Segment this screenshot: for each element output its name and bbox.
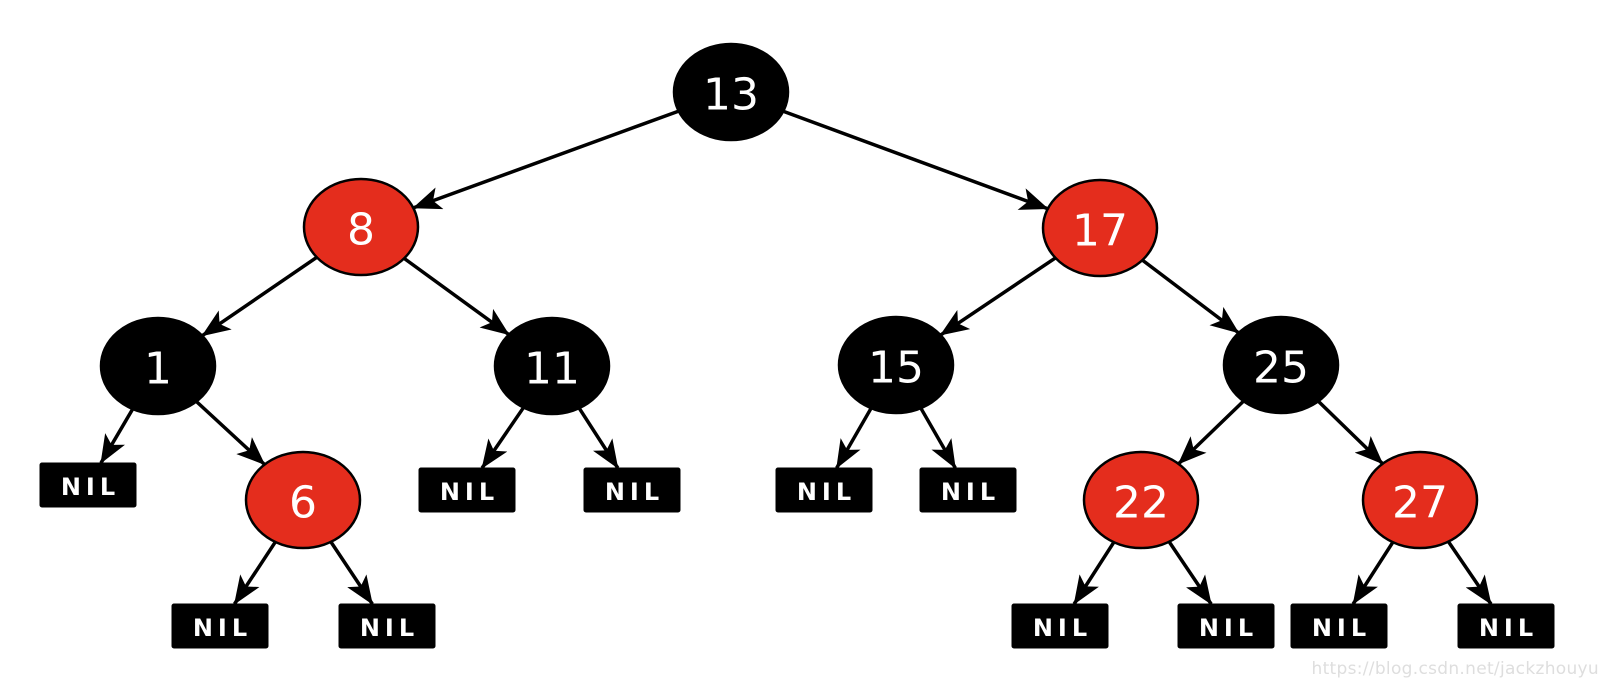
node-value-label: 22 xyxy=(1113,478,1169,529)
nil-box xyxy=(338,603,436,649)
nil-label: NIL xyxy=(61,473,120,501)
edge-15-nil-15R xyxy=(919,407,957,469)
black-node-circle xyxy=(1222,315,1340,415)
tree-node-17: 17 xyxy=(1041,178,1159,278)
black-node-circle xyxy=(493,316,611,416)
red-node-circle xyxy=(244,450,362,550)
node-value-label: 15 xyxy=(868,343,924,394)
nil-box xyxy=(1457,603,1555,649)
nil-leaf-nil-11R: NIL xyxy=(583,467,681,513)
nil-leaf-nil-6R: NIL xyxy=(338,603,436,649)
edge-1-nil-1L xyxy=(99,408,135,464)
edge-27-nil-27R xyxy=(1446,540,1493,605)
nil-label: NIL xyxy=(605,478,664,506)
red-node-circle xyxy=(1041,178,1159,278)
nil-label: NIL xyxy=(1312,614,1371,642)
node-value-label: 17 xyxy=(1072,206,1128,257)
edge-11-nil-11L xyxy=(480,406,525,469)
red-node-circle xyxy=(1361,450,1479,550)
tree-node-1: 1 xyxy=(99,316,217,416)
tree-node-22: 22 xyxy=(1082,450,1200,550)
nil-box xyxy=(171,603,269,649)
nil-box xyxy=(1177,603,1275,649)
nil-leaf-nil-22R: NIL xyxy=(1177,603,1275,649)
edge-8-1 xyxy=(201,255,318,338)
nil-leaf-nil-22L: NIL xyxy=(1011,603,1109,649)
nil-leaf-nil-27R: NIL xyxy=(1457,603,1555,649)
nil-box xyxy=(919,467,1017,513)
tree-node-15: 15 xyxy=(837,315,955,415)
nil-box xyxy=(583,467,681,513)
nil-label: NIL xyxy=(1479,614,1538,642)
tree-node-27: 27 xyxy=(1361,450,1479,550)
node-value-label: 25 xyxy=(1253,343,1309,394)
edge-27-nil-27L xyxy=(1351,541,1395,605)
node-value-label: 6 xyxy=(289,478,317,529)
edge-11-nil-11R xyxy=(577,407,620,469)
tree-node-6: 6 xyxy=(244,450,362,550)
nil-label: NIL xyxy=(941,478,1000,506)
nil-label: NIL xyxy=(1033,614,1092,642)
nil-box xyxy=(418,467,516,513)
edge-15-nil-15L xyxy=(835,407,873,469)
node-value-label: 27 xyxy=(1392,478,1448,529)
tree-node-25: 25 xyxy=(1222,315,1340,415)
nil-label: NIL xyxy=(1199,614,1258,642)
edge-6-nil-6L xyxy=(233,541,277,605)
nil-leaf-nil-15L: NIL xyxy=(775,467,873,513)
nil-label: NIL xyxy=(797,478,856,506)
tree-node-13: 13 xyxy=(672,42,790,142)
edge-13-17 xyxy=(782,109,1049,211)
edge-17-25 xyxy=(1141,258,1240,335)
edge-25-27 xyxy=(1317,400,1384,465)
nil-leaf-nil-27L: NIL xyxy=(1290,603,1388,649)
nil-leaf-nil-11L: NIL xyxy=(418,467,516,513)
edge-1-6 xyxy=(195,400,266,466)
nil-label: NIL xyxy=(440,478,499,506)
nil-leaf-nil-1L: NIL xyxy=(39,462,137,508)
nil-leaf-nil-6L: NIL xyxy=(171,603,269,649)
edge-25-22 xyxy=(1177,399,1245,466)
nil-box xyxy=(1011,603,1109,649)
node-value-label: 8 xyxy=(347,205,375,256)
edge-8-11 xyxy=(403,256,510,337)
nil-box xyxy=(1290,603,1388,649)
node-value-label: 1 xyxy=(144,344,172,395)
nil-label: NIL xyxy=(360,614,419,642)
tree-node-11: 11 xyxy=(493,316,611,416)
red-node-circle xyxy=(1082,450,1200,550)
nil-label: NIL xyxy=(193,614,252,642)
edge-6-nil-6R xyxy=(329,540,374,605)
nil-box xyxy=(39,462,137,508)
node-value-label: 13 xyxy=(703,70,759,121)
edge-17-15 xyxy=(939,256,1057,337)
nil-box xyxy=(775,467,873,513)
edge-22-nil-22L xyxy=(1072,541,1116,605)
node-value-label: 11 xyxy=(524,344,580,395)
edge-13-8 xyxy=(412,109,680,210)
edge-22-nil-22R xyxy=(1167,540,1213,605)
red-node-circle xyxy=(302,177,420,277)
black-node-circle xyxy=(672,42,790,142)
nil-leaf-nil-15R: NIL xyxy=(919,467,1017,513)
tree-node-8: 8 xyxy=(302,177,420,277)
black-node-circle xyxy=(837,315,955,415)
watermark-url: https://blog.csdn.net/jackzhouyu xyxy=(1311,659,1599,679)
black-node-circle xyxy=(99,316,217,416)
